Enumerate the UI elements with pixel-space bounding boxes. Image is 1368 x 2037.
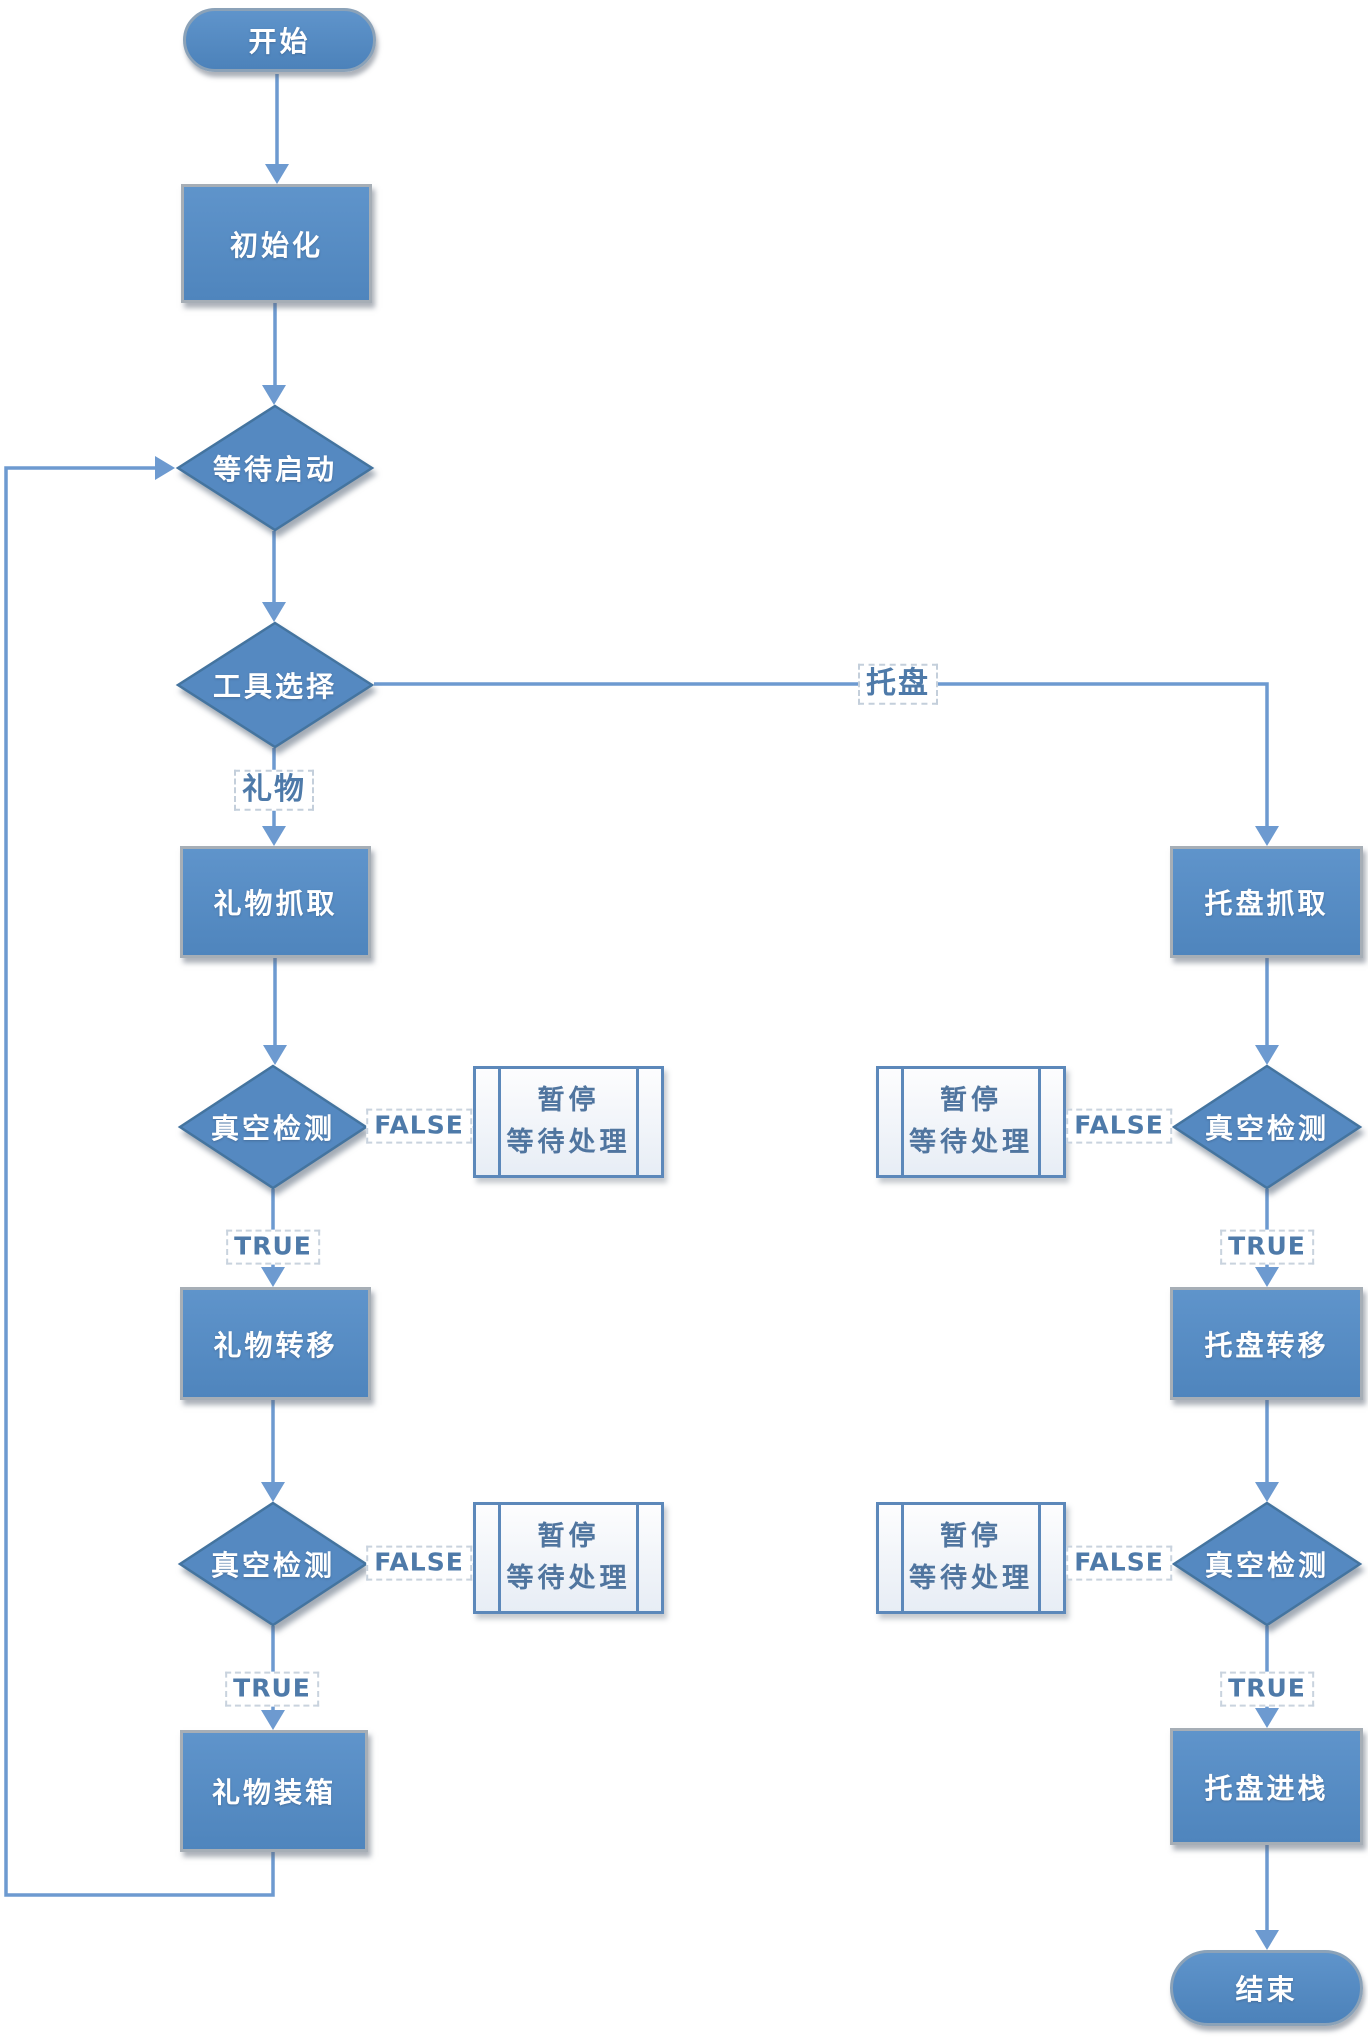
pause-label-line2: 等待处理 [506,1127,631,1158]
pause-label-line2: 等待处理 [506,1563,631,1594]
edge-label-true-right-1: TRUE [1220,1229,1314,1265]
diamond-shape [1171,1064,1363,1190]
decision-vacuum-check-label: 真空检测 [210,1112,335,1145]
edge-label-true-left-1: TRUE [226,1229,320,1265]
process-tray-stack: 托盘进栈 [1170,1728,1363,1845]
process-tray-stack-label: 托盘进栈 [1204,1771,1329,1805]
decision-wait-start: 等待启动 [175,404,375,532]
pause-label-line1: 暂停 [940,1085,1002,1117]
predef-inner-line [636,1069,639,1175]
decision-tool-select: 工具选择 [175,621,375,749]
pause-label-line1: 暂停 [537,1085,600,1117]
edge-toolselect-traygrab [374,682,1269,827]
terminator-start-label: 开始 [248,25,311,58]
decision-vacuum-check-right-2: 真空检测 [1171,1501,1363,1627]
predefined-pause-left-1: 暂停 等待处理 [473,1066,664,1178]
predef-inner-line [1038,1505,1041,1611]
diamond-shape [177,1064,369,1190]
edge-loop-back [4,466,275,1897]
edge-label-false-right-2: FALSE [1066,1545,1172,1581]
process-gift-boxing: 礼物装箱 [180,1730,368,1852]
pause-label-line1: 暂停 [537,1521,600,1553]
decision-vacuum-check-right-1: 真空检测 [1171,1064,1363,1190]
diamond-shape [1171,1501,1363,1627]
edge-label-tray: 托盘 [858,663,938,705]
process-gift-transfer-label: 礼物转移 [213,1328,338,1362]
edge-label-false-left-2: FALSE [366,1545,472,1581]
process-tray-transfer-label: 托盘转移 [1204,1328,1329,1362]
process-tray-grab-label: 托盘抓取 [1204,887,1329,920]
terminator-start: 开始 [183,8,376,72]
predef-inner-line [498,1069,501,1175]
edge-label-false-left-1: FALSE [366,1108,472,1144]
pause-label-line1: 暂停 [940,1521,1002,1553]
process-gift-grab-label: 礼物抓取 [213,887,338,920]
decision-vacuum-check-label: 真空检测 [1204,1549,1329,1582]
decision-vacuum-check-label: 真空检测 [1204,1112,1329,1145]
process-gift-transfer: 礼物转移 [180,1287,371,1400]
predef-inner-line [901,1505,904,1611]
predef-inner-line [498,1505,501,1611]
decision-vacuum-check-left-2: 真空检测 [177,1501,369,1627]
predef-inner-line [1038,1069,1041,1175]
edge-label-gift: 礼物 [234,769,314,811]
predefined-pause-right-1: 暂停 等待处理 [876,1066,1066,1178]
diamond-shape [175,404,375,532]
predefined-pause-right-2: 暂停 等待处理 [876,1502,1066,1614]
terminator-end: 结束 [1170,1950,1363,2026]
diamond-shape [177,1501,369,1627]
edge-label-false-right-1: FALSE [1066,1108,1172,1144]
pause-label-line2: 等待处理 [909,1127,1033,1158]
process-tray-grab: 托盘抓取 [1170,846,1363,958]
process-init: 初始化 [181,184,372,303]
process-gift-grab: 礼物抓取 [180,846,371,958]
diamond-shape [175,621,375,749]
edge-label-true-left-2: TRUE [225,1671,319,1707]
decision-vacuum-check-left-1: 真空检测 [177,1064,369,1190]
terminator-end-label: 结束 [1235,1973,1298,2006]
predef-inner-line [636,1505,639,1611]
predefined-pause-left-2: 暂停 等待处理 [473,1502,664,1614]
process-gift-boxing-label: 礼物装箱 [211,1776,336,1809]
process-tray-transfer: 托盘转移 [1170,1287,1363,1400]
decision-wait-start-label: 等待启动 [212,453,337,486]
predef-inner-line [901,1069,904,1175]
edge-label-true-right-2: TRUE [1220,1671,1314,1707]
decision-vacuum-check-label: 真空检测 [210,1549,335,1582]
pause-label-line2: 等待处理 [909,1563,1033,1594]
process-init-label: 初始化 [229,228,323,262]
decision-tool-select-label: 工具选择 [212,670,337,703]
